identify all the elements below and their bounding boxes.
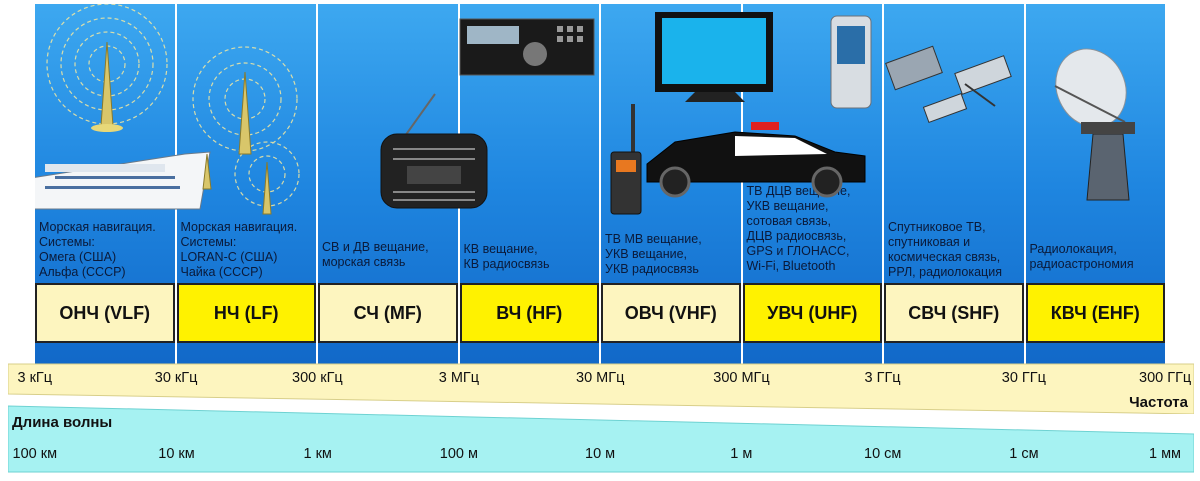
radio-telescope-icon — [1054, 48, 1135, 201]
band-lf-label: НЧ (LF) — [176, 283, 316, 343]
band-uhf: ТВ ДЦВ вещание, УКВ вещание, сотовая свя… — [740, 4, 882, 366]
band-uhf-label: УВЧ (UHF) — [742, 283, 882, 343]
wavelength-tick-6: 10 см — [864, 446, 902, 462]
frequency-tick-7: 30 ГГц — [1001, 370, 1046, 386]
band-vlf-description: Морская навигация. Системы: Омега (США) … — [39, 220, 156, 279]
wavelength-tick-8: 1 мм — [1149, 446, 1182, 462]
band-shf-description: Спутниковое ТВ, спутниковая и космическа… — [888, 220, 1002, 279]
frequency-tick-3: 3 МГц — [438, 370, 480, 386]
walkie-talkie-icon — [610, 104, 642, 215]
wavelength-tick-0: 100 км — [12, 446, 58, 462]
radio-tower-icon — [46, 4, 168, 132]
frequency-bar — [8, 363, 1194, 414]
tv-icon — [655, 12, 773, 102]
band-lf-description: Морская навигация. Системы: LORAN-C (США… — [180, 220, 298, 279]
radio-tower-icon — [192, 46, 300, 215]
frequency-tick-8: 300 ГГц — [1139, 370, 1192, 386]
band-vhf-label: ОВЧ (VHF) — [601, 283, 741, 343]
transceiver-icon — [459, 18, 595, 76]
frequency-tick-6: 3 ГГц — [864, 370, 901, 386]
wavelength-tick-4: 10 м — [585, 446, 616, 462]
band-uhf-description: ТВ ДЦВ вещание, УКВ вещание, сотовая свя… — [746, 184, 851, 273]
band-vlf-label: ОНЧ (VLF) — [35, 283, 175, 343]
mobile-phone-icon — [830, 15, 872, 109]
frequency-tick-0: 3 кГц — [17, 370, 53, 386]
frequency-tick-4: 30 МГц — [576, 370, 625, 386]
band-hf-label: ВЧ (HF) — [459, 283, 599, 343]
wavelength-tick-7: 1 см — [1009, 446, 1039, 462]
radio-receiver-icon — [380, 93, 488, 209]
satellite-icon — [885, 45, 1012, 123]
wavelength-tick-1: 10 км — [158, 446, 195, 462]
wavelength-bar — [8, 405, 1194, 473]
wavelength-tick-5: 1 м — [730, 446, 753, 462]
ship-icon — [35, 151, 211, 210]
band-ehf-description: Радиолокация, радиоастрономия — [1029, 242, 1134, 271]
wavelength-axis-title: Длина волны — [12, 414, 113, 431]
wavelength-tick-2: 1 км — [303, 446, 332, 462]
illustrations — [35, 4, 1135, 215]
frequency-tick-1: 30 кГц — [154, 370, 198, 386]
band-mf-label: СЧ (MF) — [318, 283, 458, 343]
band-mf-description: СВ и ДВ вещание, морская связь — [322, 240, 429, 269]
band-shf: Спутниковое ТВ, спутниковая и космическа… — [882, 4, 1024, 366]
wavelength-tick-3: 100 м — [439, 446, 478, 462]
band-vhf-description: ТВ МВ вещание, УКВ вещание, УКВ радиосвя… — [605, 232, 702, 276]
frequency-axis-title: Частота — [1129, 394, 1188, 411]
band-ehf-label: КВЧ (EHF) — [1025, 283, 1165, 343]
police-car-icon — [646, 122, 866, 198]
band-hf-description: КВ вещание, КВ радиосвязь — [463, 242, 550, 271]
band-shf-label: СВЧ (SHF) — [884, 283, 1024, 343]
frequency-tick-2: 300 кГц — [292, 370, 343, 386]
frequency-tick-5: 300 МГц — [713, 370, 770, 386]
